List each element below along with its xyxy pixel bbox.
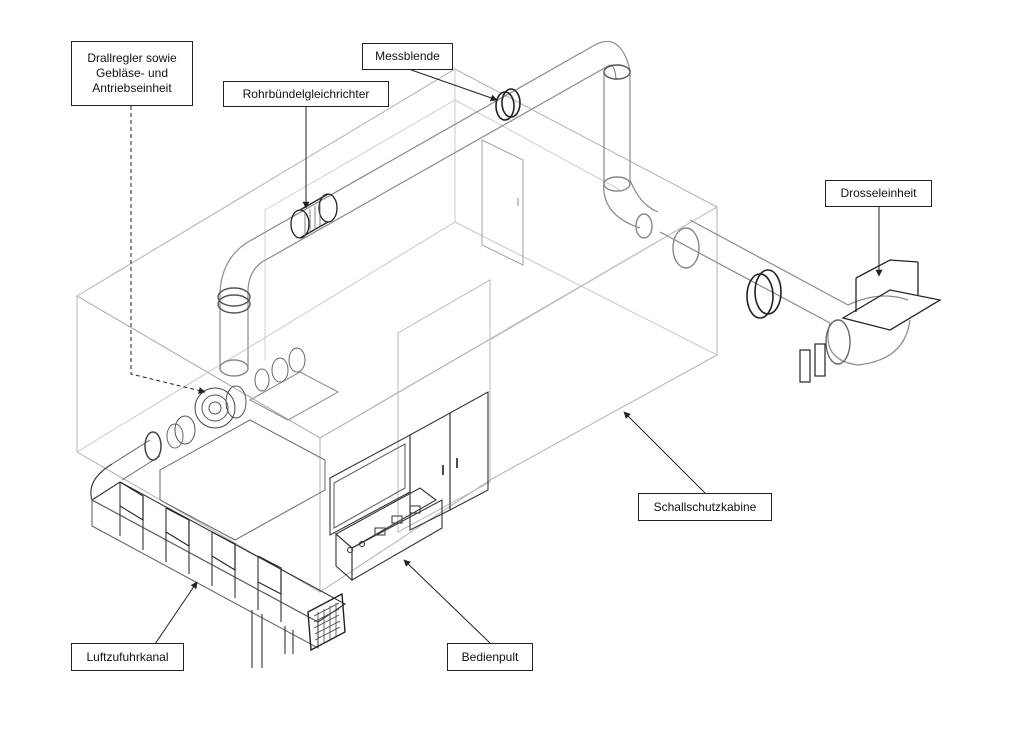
- label-drallregler: Drallregler sowie Gebläse- und Antriebse…: [71, 41, 193, 106]
- pipe-flanges: [217, 64, 851, 377]
- label-drallregler-line2: Gebläse- und: [95, 66, 169, 80]
- tube-bundle-straightener: [290, 193, 338, 239]
- label-bedienpult: Bedienpult: [447, 643, 533, 671]
- label-schallschutz: Schallschutzkabine: [638, 493, 772, 521]
- sound-proof-cabin: [76, 68, 719, 593]
- label-messblende: Messblende: [362, 43, 453, 70]
- label-luftzufuhr-text: Luftzufuhrkanal: [86, 649, 169, 664]
- air-supply-duct: [90, 463, 347, 668]
- control-desk: [329, 391, 489, 582]
- leader-schallschutz: [623, 411, 708, 496]
- throttle-unit: [799, 259, 942, 383]
- label-schallschutz-text: Schallschutzkabine: [653, 499, 757, 514]
- pipe-network: [219, 40, 911, 370]
- leader-bedienpult: [403, 559, 491, 644]
- label-drossel-text: Drosseleinheit: [840, 186, 917, 200]
- leader-luftzufuhr: [154, 581, 198, 645]
- label-drallregler-line3: Antriebseinheit: [92, 81, 172, 95]
- label-messblende-text: Messblende: [375, 49, 440, 63]
- outlet-flange: [746, 269, 782, 319]
- label-drallregler-line1: Drallregler sowie: [87, 51, 177, 65]
- label-rohrbuendel: Rohrbündelgleichrichter: [223, 81, 389, 107]
- label-bedienpult-text: Bedienpult: [461, 649, 519, 664]
- label-rohrbuendel-text: Rohrbündelgleichrichter: [242, 86, 370, 101]
- leader-messblende: [399, 65, 498, 102]
- orifice-plate: [495, 88, 521, 121]
- leader-drallregler: [130, 106, 206, 394]
- label-drossel: Drosseleinheit: [825, 180, 932, 207]
- leader-lines: [130, 65, 883, 645]
- blower-drive-unit: [111, 347, 340, 541]
- label-luftzufuhr: Luftzufuhrkanal: [71, 643, 184, 671]
